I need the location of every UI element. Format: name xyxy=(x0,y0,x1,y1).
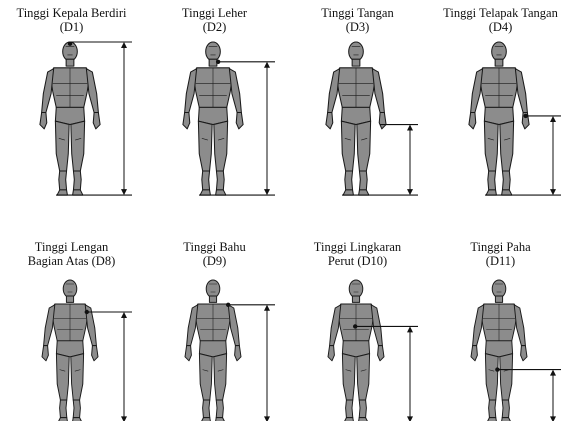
landmark-dot xyxy=(495,367,499,371)
body-silhouette xyxy=(328,280,384,421)
arrowhead-down xyxy=(121,189,127,195)
human-figure xyxy=(143,0,286,210)
human-figure xyxy=(143,210,286,420)
landmark-dot xyxy=(68,42,72,46)
body-silhouette xyxy=(326,42,386,195)
human-figure xyxy=(0,210,143,420)
arrowhead-up xyxy=(121,312,127,318)
figure-d2: Tinggi Leher (D2) xyxy=(143,0,286,210)
human-figure xyxy=(286,0,429,210)
arrowhead-up xyxy=(121,42,127,48)
landmark-dot xyxy=(523,114,527,118)
human-figure xyxy=(429,210,572,420)
body-silhouette xyxy=(469,42,529,195)
human-figure xyxy=(429,0,572,210)
landmark-dot xyxy=(85,310,89,314)
human-figure xyxy=(286,210,429,420)
body-silhouette xyxy=(471,280,527,421)
arrowhead-down xyxy=(407,416,413,421)
arrowhead-down xyxy=(264,189,270,195)
arrowhead-down xyxy=(407,189,413,195)
arrowhead-up xyxy=(407,125,413,131)
arrowhead-up xyxy=(264,62,270,68)
arrowhead-up xyxy=(550,370,556,376)
body-silhouette xyxy=(42,280,98,421)
figure-d1: Tinggi Kepala Berdiri (D1) xyxy=(0,0,143,210)
arrowhead-down xyxy=(264,416,270,421)
figure-d11: Tinggi Paha (D11) xyxy=(429,210,572,420)
figure-d9: Tinggi Bahu (D9) xyxy=(143,210,286,420)
figure-d3: Tinggi Tangan (D3) xyxy=(286,0,429,210)
figure-d4: Tinggi Telapak Tangan (D4) xyxy=(429,0,572,210)
body-silhouette xyxy=(185,280,241,421)
arrowhead-up xyxy=(264,305,270,311)
landmark-dot xyxy=(353,324,357,328)
body-silhouette xyxy=(40,42,100,195)
figure-d8: Tinggi Lengan Bagian Atas (D8) xyxy=(0,210,143,420)
arrowhead-down xyxy=(121,416,127,421)
arrowhead-down xyxy=(550,189,556,195)
body-silhouette xyxy=(183,42,243,195)
landmark-dot xyxy=(226,303,230,307)
human-figure xyxy=(0,0,143,210)
landmark-dot xyxy=(216,60,220,64)
figure-d10: Tinggi Lingkaran Perut (D10) xyxy=(286,210,429,420)
arrowhead-up xyxy=(550,116,556,122)
arrowhead-up xyxy=(407,326,413,332)
arrowhead-down xyxy=(550,416,556,421)
